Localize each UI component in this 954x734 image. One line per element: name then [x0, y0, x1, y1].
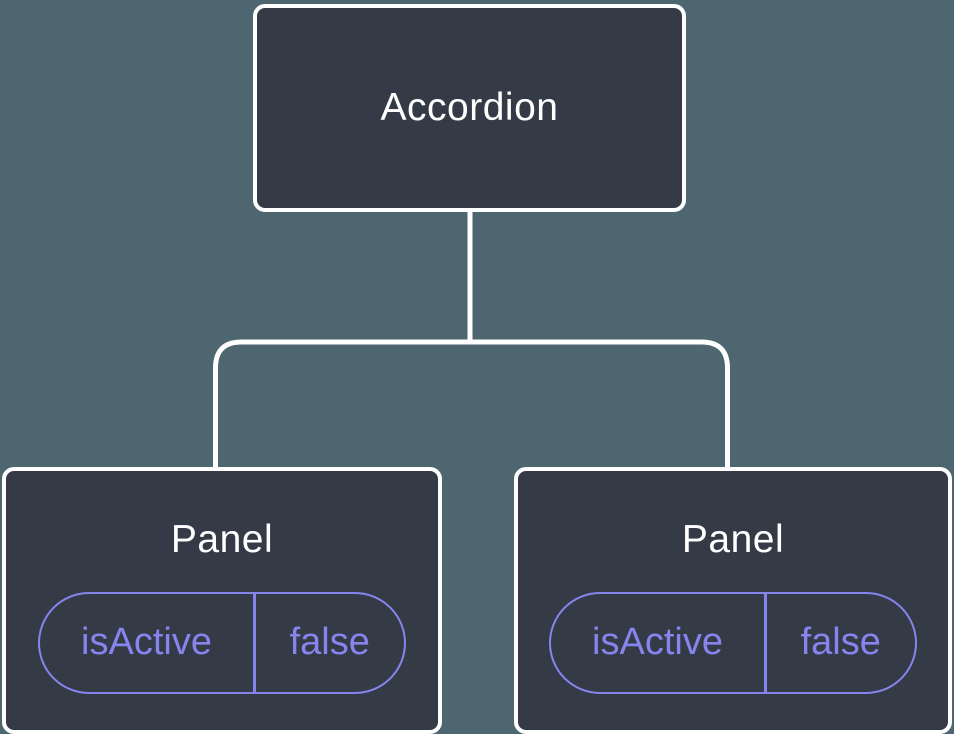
state-name-label: isActive — [592, 621, 723, 664]
node-accordion: Accordion — [253, 4, 686, 212]
node-accordion-label: Accordion — [380, 85, 559, 129]
state-pill-right: isActive false — [549, 591, 917, 694]
node-panel-left: Panel isActive false — [2, 467, 442, 734]
node-panel-left-label: Panel — [170, 518, 274, 561]
state-name-label: isActive — [81, 621, 212, 664]
state-pill-left: isActive false — [38, 591, 406, 694]
node-panel-right-label: Panel — [681, 518, 785, 561]
state-pill-divider — [764, 593, 767, 692]
connector-branch — [213, 339, 730, 470]
state-value-label: false — [289, 621, 370, 664]
state-pill-divider — [253, 593, 256, 692]
state-value-label: false — [800, 621, 881, 664]
node-panel-right: Panel isActive false — [514, 467, 952, 734]
